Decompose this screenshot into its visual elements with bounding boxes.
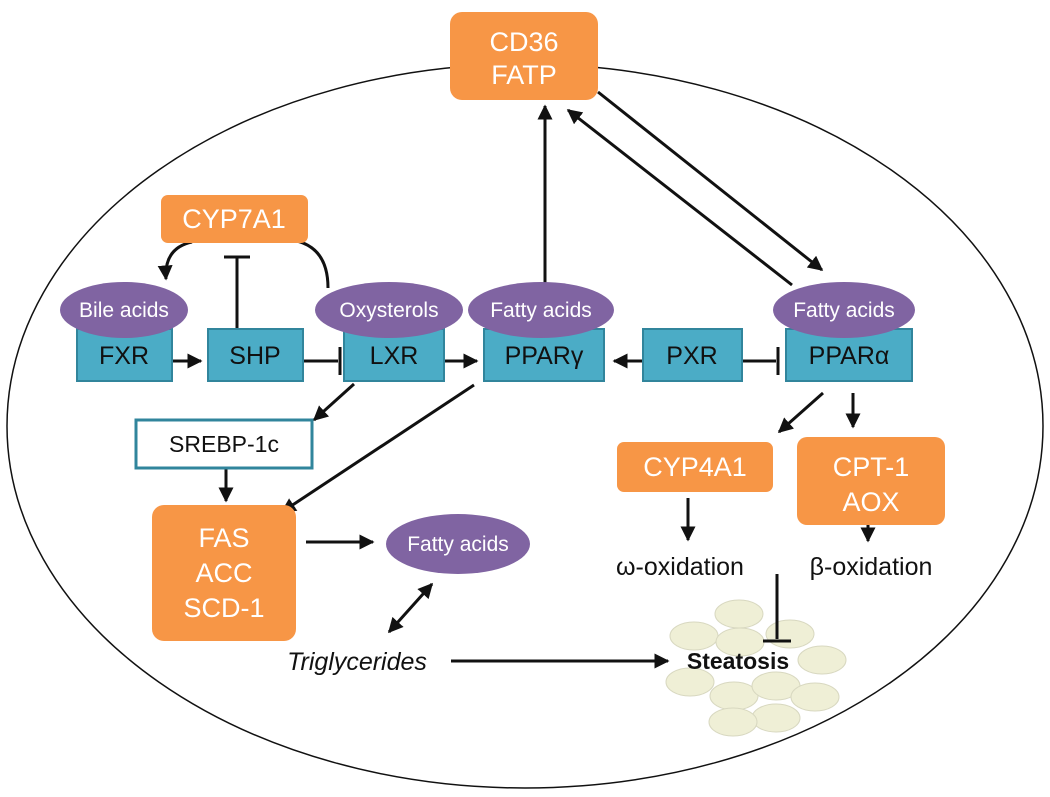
- fatty-acids-ppara-oval: Fatty acids: [773, 282, 915, 338]
- triglycerides-label: Triglycerides: [287, 648, 427, 676]
- oxysterols-oval: Oxysterols: [315, 282, 463, 338]
- edges: [157, 90, 876, 669]
- cyp4a1-label: CYP4A1: [643, 452, 747, 482]
- srebp-box: SREBP-1c: [134, 418, 314, 470]
- pxr-box: PXR: [642, 328, 743, 382]
- edge-lxr-srebp: [312, 382, 356, 422]
- bile-acids-label: Bile acids: [79, 299, 169, 322]
- pxr-label: PXR: [666, 342, 717, 370]
- shp-box: SHP: [207, 328, 304, 382]
- edge-pparg-fas: [280, 383, 475, 514]
- lipid-droplets: [665, 599, 847, 737]
- edge-oxysterols-to-cyp7a1: [291, 238, 330, 289]
- fatty-acids-ppara-label: Fatty acids: [793, 299, 895, 322]
- shp-label: SHP: [229, 342, 280, 370]
- oxysterols-label: Oxysterols: [339, 299, 438, 322]
- lxr-label: LXR: [370, 342, 419, 370]
- fatty-acids-pparg-label: Fatty acids: [490, 299, 592, 322]
- fas-acc-scd1-box: FAS ACC SCD-1: [152, 505, 296, 641]
- cpt1-aox-box: CPT-1 AOX: [797, 437, 945, 525]
- beta-oxidation-label: β-oxidation: [810, 553, 933, 581]
- srebp-label: SREBP-1c: [169, 431, 279, 457]
- fatp-label: FATP: [491, 60, 557, 90]
- ppara-label: PPARα: [809, 342, 890, 370]
- cyp4a1-box: CYP4A1: [617, 442, 773, 492]
- cyp7a1-box: CYP7A1: [161, 195, 308, 243]
- edge-cd36-to-fattyacids: [597, 90, 824, 272]
- omega-oxidation-label: ω-oxidation: [616, 553, 744, 581]
- bile-acids-oval: Bile acids: [60, 282, 188, 338]
- cpt1-label: CPT-1: [833, 452, 910, 482]
- acc-label: ACC: [195, 558, 252, 588]
- edge-fattyacids-triglycerides: [387, 582, 434, 634]
- edge-cyp7a1-to-bile-acids: [157, 240, 193, 281]
- fatty-acids-mid-label: Fatty acids: [407, 533, 509, 556]
- steatosis-label: Steatosis: [687, 648, 789, 674]
- aox-label: AOX: [842, 487, 899, 517]
- fas-label: FAS: [198, 523, 249, 553]
- cd36-label: CD36: [489, 27, 558, 57]
- fxr-label: FXR: [99, 342, 149, 370]
- fatty-acids-pparg-oval: Fatty acids: [468, 282, 614, 338]
- cd36-fatp-box: CD36 FATP: [450, 12, 598, 100]
- fatty-acids-mid-oval: Fatty acids: [386, 514, 530, 574]
- edge-fattyacids-to-cd36: [566, 108, 793, 287]
- scd1-label: SCD-1: [183, 593, 264, 623]
- cyp7a1-label: CYP7A1: [182, 204, 286, 234]
- pparg-label: PPARγ: [505, 342, 584, 370]
- edge-ppara-cyp4a1: [777, 391, 824, 434]
